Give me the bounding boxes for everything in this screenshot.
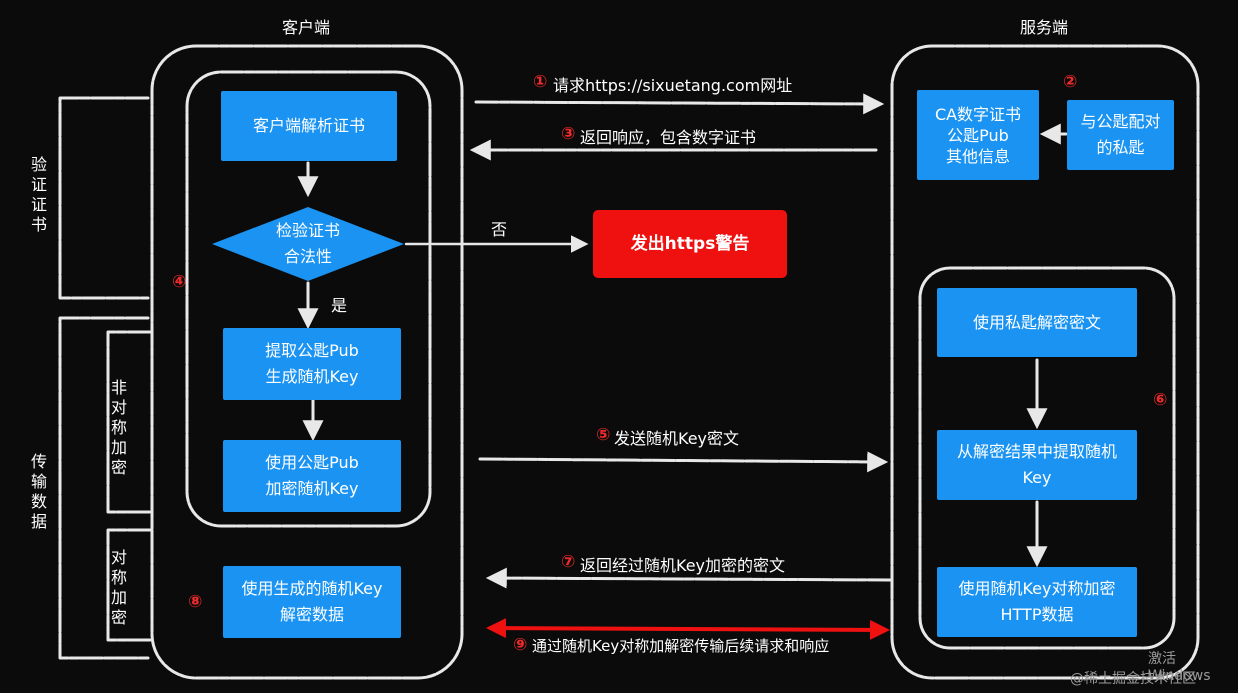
arrow-step1 bbox=[474, 93, 885, 115]
step3-number: ③ bbox=[561, 124, 576, 144]
extract-key-box: 提取公匙Pub 生成随机Key bbox=[223, 328, 401, 400]
encrypt-http-box: 使用随机Key对称加密 HTTP数据 bbox=[937, 567, 1137, 637]
client-header: 客户端 bbox=[282, 18, 331, 37]
arrow-step9 bbox=[486, 618, 890, 640]
step7-number: ⑦ bbox=[561, 552, 576, 572]
ca-cert-box: CA数字证书 公匙Pub 其他信息 bbox=[917, 90, 1039, 180]
private-key-box: 与公匙配对 的私匙 bbox=[1067, 100, 1174, 170]
step3-label: 返回响应，包含数字证书 bbox=[580, 128, 757, 147]
parse-cert-box: 客户端解析证书 bbox=[221, 91, 397, 161]
step5-number: ⑤ bbox=[596, 425, 611, 445]
verify-cert-label: 验证证书 bbox=[30, 155, 47, 234]
symmetric-bracket bbox=[106, 528, 152, 642]
check-valid-label: 检验证书 合法性 bbox=[275, 221, 340, 266]
step9-label: 通过随机Key对称加解密传输后续请求和响应 bbox=[532, 637, 830, 655]
transmit-label: 传输数据 bbox=[30, 452, 47, 531]
server-outer-frame bbox=[890, 44, 1200, 680]
client-outer-frame bbox=[150, 44, 464, 680]
step8-number: ⑧ bbox=[188, 592, 203, 612]
yes-label: 是 bbox=[331, 296, 348, 315]
extract-random-box: 从解密结果中提取随机 Key bbox=[937, 430, 1137, 500]
juejin-watermark: @稀土掘金技术社区 bbox=[1070, 671, 1196, 687]
step9-number: ⑨ bbox=[513, 635, 528, 655]
step6-number: ⑥ bbox=[1153, 390, 1168, 410]
step7-label: 返回经过随机Key加密的密文 bbox=[580, 556, 786, 575]
verify-bracket bbox=[58, 96, 150, 300]
client-inner-frame bbox=[185, 70, 432, 528]
no-label: 否 bbox=[491, 220, 508, 239]
asymmetric-label: 非对称加密 bbox=[110, 378, 127, 477]
step1-label: 请求https://sixuetang.com网址 bbox=[553, 76, 793, 95]
https-warning-box: 发出https警告 bbox=[593, 210, 787, 278]
windows-watermark: 激活 Windows bbox=[1148, 651, 1211, 684]
asymmetric-bracket bbox=[106, 330, 152, 514]
decrypt-data-box: 使用生成的随机Key 解密数据 bbox=[223, 566, 401, 638]
decrypt-cipher-box: 使用私匙解密密文 bbox=[937, 288, 1137, 357]
arrow-step5 bbox=[478, 451, 889, 473]
step5-label: 发送随机Key密文 bbox=[614, 429, 740, 448]
symmetric-label: 对称加密 bbox=[110, 548, 127, 627]
step2-number: ② bbox=[1063, 72, 1078, 92]
server-inner-frame bbox=[918, 266, 1176, 650]
transmit-bracket bbox=[58, 316, 150, 660]
check-valid-diamond bbox=[212, 207, 404, 281]
step1-number: ① bbox=[533, 72, 548, 92]
arrow-step7 bbox=[485, 567, 892, 589]
server-header: 服务端 bbox=[1020, 18, 1069, 37]
encrypt-key-box: 使用公匙Pub 加密随机Key bbox=[223, 440, 401, 512]
step4-number: ④ bbox=[172, 272, 187, 292]
